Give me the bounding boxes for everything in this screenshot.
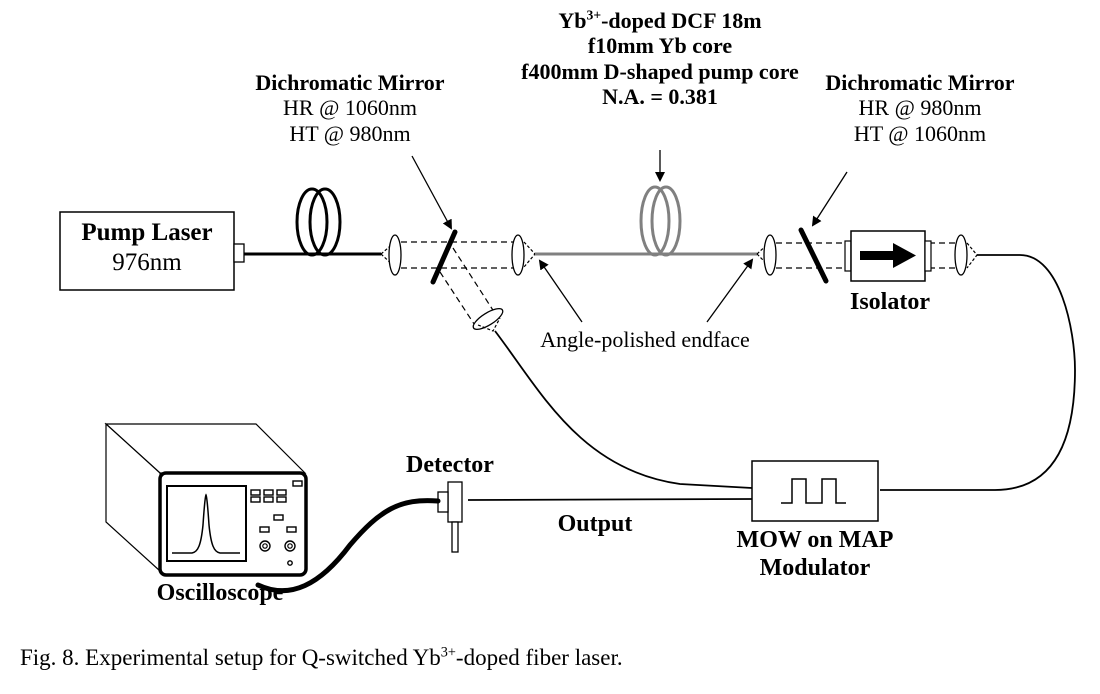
caption-prefix: Fig. 8. Experimental setup for Q-switche… [20, 645, 441, 670]
modulator-label: MOW on MAP Modulator [715, 527, 915, 582]
detector [437, 481, 463, 553]
gain-fiber-na: N.A. = 0.381 [602, 83, 718, 109]
oscilloscope-label: Oscilloscope [156, 580, 284, 606]
oscilloscope [104, 422, 308, 577]
scope-cable [255, 498, 441, 594]
yb-doped-fiber [535, 185, 757, 257]
gain-fiber-title-suffix: -doped DCF 18m [601, 8, 762, 33]
output-fiber [467, 498, 753, 501]
gain-fiber-title-prefix: Yb [558, 8, 587, 33]
caption-sup: 3+ [440, 644, 456, 661]
mirror-right-label: Dichromatic Mirror HR @ 980nm HT @ 1060n… [800, 70, 1040, 146]
mirror-left-ht: HT @ 980nm [289, 120, 411, 146]
pump-laser-label: Pump Laser 976nm [60, 218, 234, 278]
figure-caption: Fig. 8. Experimental setup for Q-switche… [20, 645, 623, 671]
dichromatic-mirror-right [798, 227, 829, 284]
collimating-lens-2 [511, 234, 536, 276]
isolator [844, 230, 932, 282]
mirror-right-hr: HR @ 980nm [858, 95, 982, 121]
endface-label: Angle-polished endface [540, 327, 750, 352]
square-pulse-icon [781, 478, 846, 504]
isolator-label: Isolator [850, 289, 930, 315]
output-label: Output [557, 511, 633, 537]
dichromatic-mirror-left [430, 229, 458, 285]
feedback-fiber [880, 254, 1076, 491]
gain-fiber-title-sup: 3+ [586, 7, 602, 23]
coupled-fiber [494, 330, 753, 489]
caption-suffix: -doped fiber laser. [455, 645, 623, 670]
collimating-lens-3 [756, 234, 777, 276]
fiber-coil-icon [295, 187, 329, 257]
annotation-arrows [411, 150, 848, 323]
pump-laser-title: Pump Laser [81, 219, 213, 246]
beam-right [776, 242, 955, 269]
right-arrow-icon [860, 243, 916, 268]
mirror-right-ht: HT @ 1060nm [853, 120, 987, 146]
gain-fiber-label: Yb3+-doped DCF 18m f10mm Yb core f400mm … [510, 8, 810, 109]
mirror-left-label: Dichromatic Mirror HR @ 1060nm HT @ 980n… [230, 70, 470, 146]
output-lens-left [472, 308, 504, 332]
detector-label: Detector [406, 452, 494, 478]
mirror-right-title: Dichromatic Mirror [825, 70, 1015, 95]
collimating-lens-1 [380, 234, 402, 276]
mirror-left-hr: HR @ 1060nm [283, 95, 417, 121]
pump-fiber [244, 187, 381, 257]
pulse-waveform-icon [172, 493, 240, 554]
modulator-subtitle: Modulator [759, 554, 871, 581]
gain-fiber-title: Yb3+-doped DCF 18m [510, 8, 810, 33]
mirror-left-title: Dichromatic Mirror [255, 70, 445, 95]
modulator-title: MOW on MAP [736, 527, 894, 553]
gain-fiber-core: f10mm Yb core [587, 33, 733, 59]
mow-map-modulator [751, 460, 879, 522]
collimating-lens-4 [954, 234, 978, 276]
beam-left [401, 241, 515, 331]
pump-laser-wavelength: 976nm [112, 249, 182, 276]
gain-fiber-pump-core: f400mm D-shaped pump core [521, 58, 799, 84]
